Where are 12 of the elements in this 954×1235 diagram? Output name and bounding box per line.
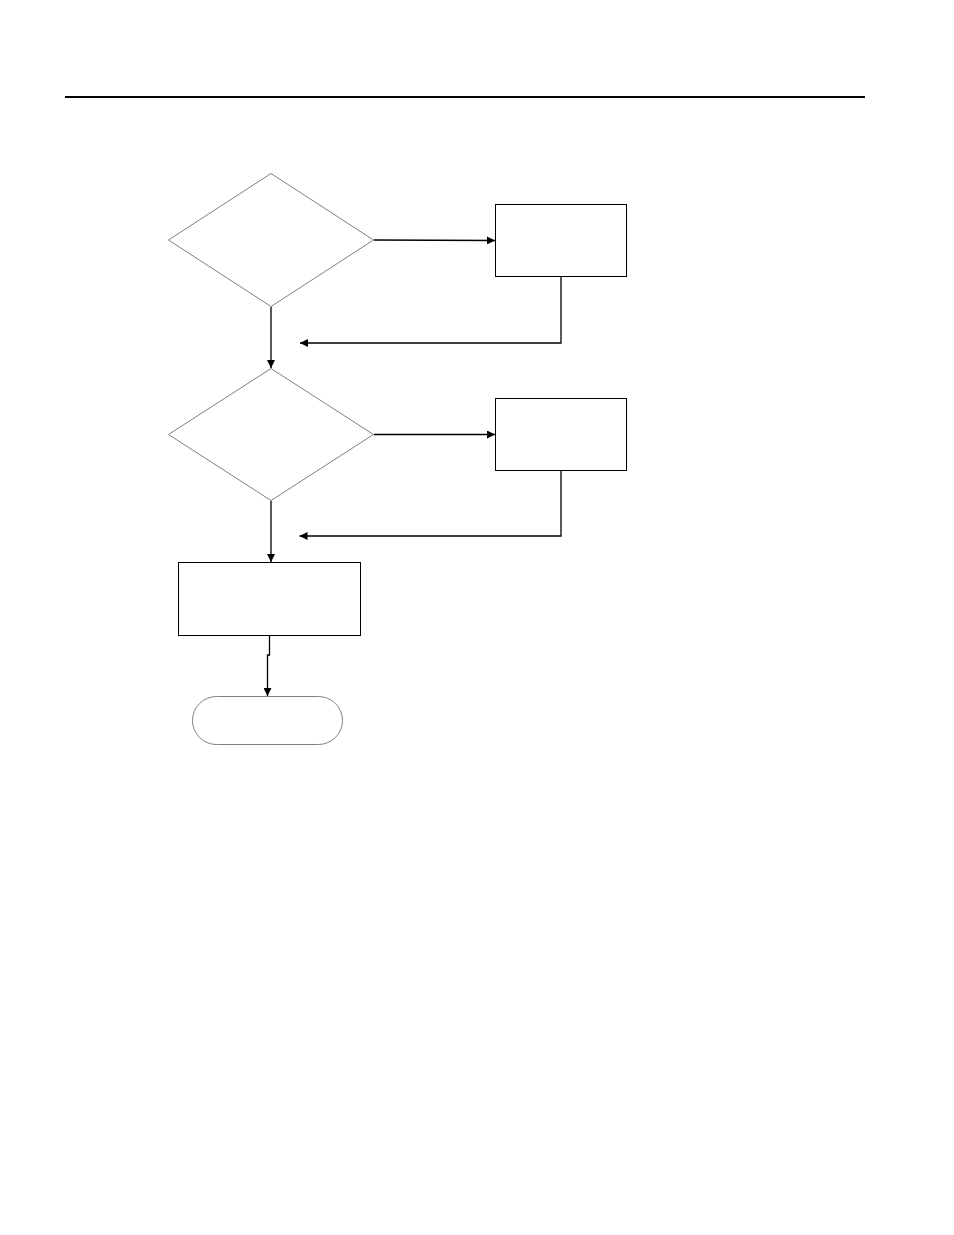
arrow: [373, 430, 496, 439]
process-box: [178, 562, 361, 636]
arrow: [373, 236, 496, 245]
process-box: [495, 398, 627, 471]
arrow: [299, 276, 562, 347]
arrow: [263, 635, 272, 697]
arrow: [267, 306, 275, 369]
decision-diamond: [168, 173, 374, 307]
arrow: [267, 500, 275, 563]
decision-diamond: [168, 368, 374, 501]
process-box: [495, 204, 627, 277]
arrow: [298, 470, 562, 540]
